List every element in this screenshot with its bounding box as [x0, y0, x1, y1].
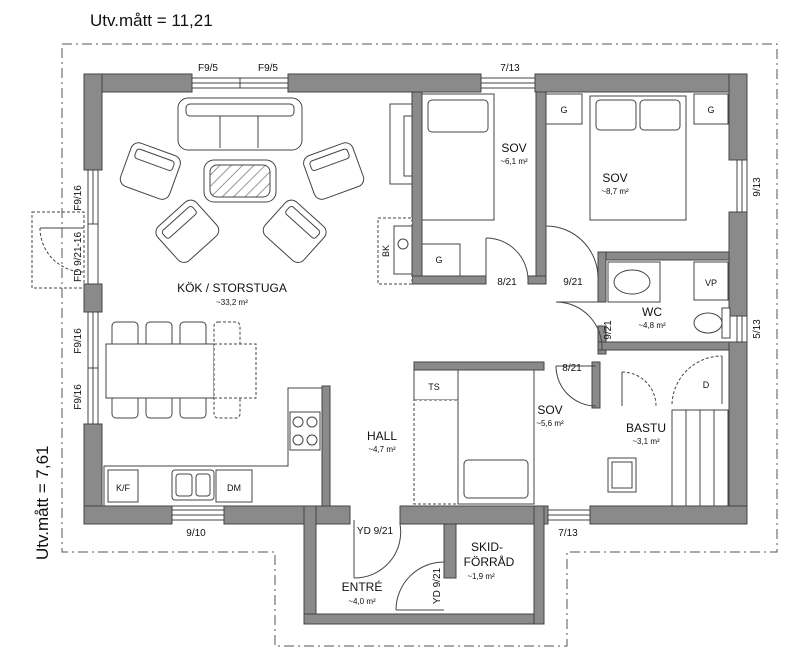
room-skid-line2: FÖRRÅD: [464, 554, 515, 569]
room-hall-name: HALL: [367, 429, 397, 443]
door-921-wc-label: 9/21: [603, 320, 614, 340]
window-713-top-label: 7/13: [500, 63, 520, 74]
exterior-walls: [83, 73, 748, 625]
door-921-a-label: 9/21: [563, 277, 583, 288]
fixture-d-label: D: [703, 380, 710, 390]
dimension-outline: [61, 43, 778, 647]
window-f95-b-label: F9/5: [258, 63, 278, 74]
room-kok-name: KÖK / STORSTUGA: [177, 281, 287, 295]
fixture-g3-label: G: [707, 105, 714, 115]
balcony-door: [31, 211, 99, 289]
window-910-label: 9/10: [186, 528, 206, 539]
door-821-b-label: 8/21: [562, 363, 582, 374]
room-skid-line1: SKID-: [471, 540, 503, 554]
door-yd921-b-label: YD 9/21: [432, 567, 443, 604]
height-dimension-label: Utv.mått = 7,61: [33, 446, 52, 560]
window-f916-a-label: F9/16: [73, 185, 84, 211]
window-513-label: 5/13: [752, 319, 763, 339]
window-f916-c-label: F9/16: [73, 384, 84, 410]
windows: [87, 77, 748, 521]
room-sov3-name: SOV: [537, 403, 562, 417]
furniture: [103, 93, 731, 507]
room-sov2-name: SOV: [602, 171, 627, 185]
room-sov1-name: SOV: [501, 141, 526, 155]
fixture-dm-label: DM: [227, 483, 241, 493]
room-kok-area: ~33,2 m²: [216, 298, 248, 307]
window-f916-b-label: F9/16: [73, 328, 84, 354]
room-hall-area: ~4,7 m²: [368, 445, 396, 454]
room-skid-area: ~1,9 m²: [467, 572, 495, 581]
fixture-kf-label: K/F: [116, 483, 131, 493]
door-821-a-label: 8/21: [497, 277, 517, 288]
room-sov2-area: ~8,7 m²: [601, 187, 629, 196]
room-wc-name: WC: [642, 305, 662, 319]
room-wc-area: ~4,8 m²: [638, 321, 666, 330]
door-yd921-a-label: YD 9/21: [357, 526, 394, 537]
doors: [353, 225, 723, 611]
interior-walls: [321, 91, 730, 507]
room-entre-area: ~4,0 m²: [348, 597, 376, 606]
fixture-bk-label: BK: [381, 245, 391, 257]
room-bastu-name: BASTU: [626, 421, 666, 435]
width-dimension-label: Utv.mått = 11,21: [90, 11, 213, 30]
fixture-g2-label: G: [560, 105, 567, 115]
fixture-ts-label: TS: [428, 382, 440, 392]
room-entre-name: ENTRÉ: [342, 579, 383, 594]
room-sov1-area: ~6,1 m²: [500, 157, 528, 166]
room-sov3-area: ~5,6 m²: [536, 419, 564, 428]
window-713-bot-label: 7/13: [558, 528, 578, 539]
fixture-g1-label: G: [435, 255, 442, 265]
window-f95-a-label: F9/5: [198, 63, 218, 74]
window-913-label: 9/13: [752, 177, 763, 197]
door-fd921-label: FD 9/21-16: [73, 232, 84, 282]
fixture-vp-label: VP: [705, 278, 717, 288]
room-bastu-area: ~3,1 m²: [632, 437, 660, 446]
